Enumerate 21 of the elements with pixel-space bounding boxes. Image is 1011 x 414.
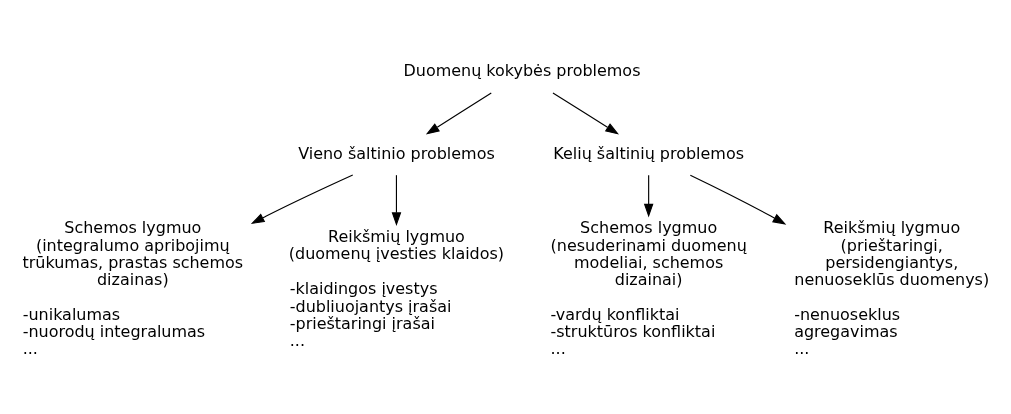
arrow bbox=[551, 91, 619, 135]
node-text: Schemos lygmuo (integralumo apribojimų trūkumas, prastas schemos dizainas) bbox=[22, 217, 243, 289]
node-label: -nuorodų integralumas bbox=[22, 321, 205, 341]
node-label: -vardų konfliktai bbox=[550, 304, 679, 324]
node-label: -dubliuojantys įrašai bbox=[289, 296, 451, 316]
arrow bbox=[689, 174, 786, 225]
node-text: Reikšmių lygmuo (prieštaringi, persidengiantys, nenuoseklūs duomenys) bbox=[793, 217, 989, 289]
node-text: Reikšmių lygmuo (duomenų įvesties klaidos) bbox=[288, 226, 504, 263]
arrow bbox=[643, 174, 653, 218]
arrow bbox=[425, 91, 492, 135]
node-label: -unikalumas bbox=[22, 304, 120, 324]
node-text: Schemos lygmuo (nesuderinami duomenų modeliai, schemos dizainai) bbox=[550, 217, 747, 289]
node-label: ... bbox=[550, 338, 566, 358]
node-text: Duomenų kokybės problemos bbox=[402, 60, 640, 80]
node-label: -klaidingos įvestys bbox=[289, 278, 437, 298]
node-text: Vieno šaltinio problemos bbox=[297, 143, 495, 163]
node-label: -nenuoseklus agregavimas bbox=[793, 304, 900, 341]
node-text: Kelių šaltinių problemos bbox=[552, 143, 744, 163]
arrow bbox=[391, 174, 401, 226]
node-label: ... bbox=[22, 338, 38, 358]
arrow bbox=[250, 174, 353, 224]
